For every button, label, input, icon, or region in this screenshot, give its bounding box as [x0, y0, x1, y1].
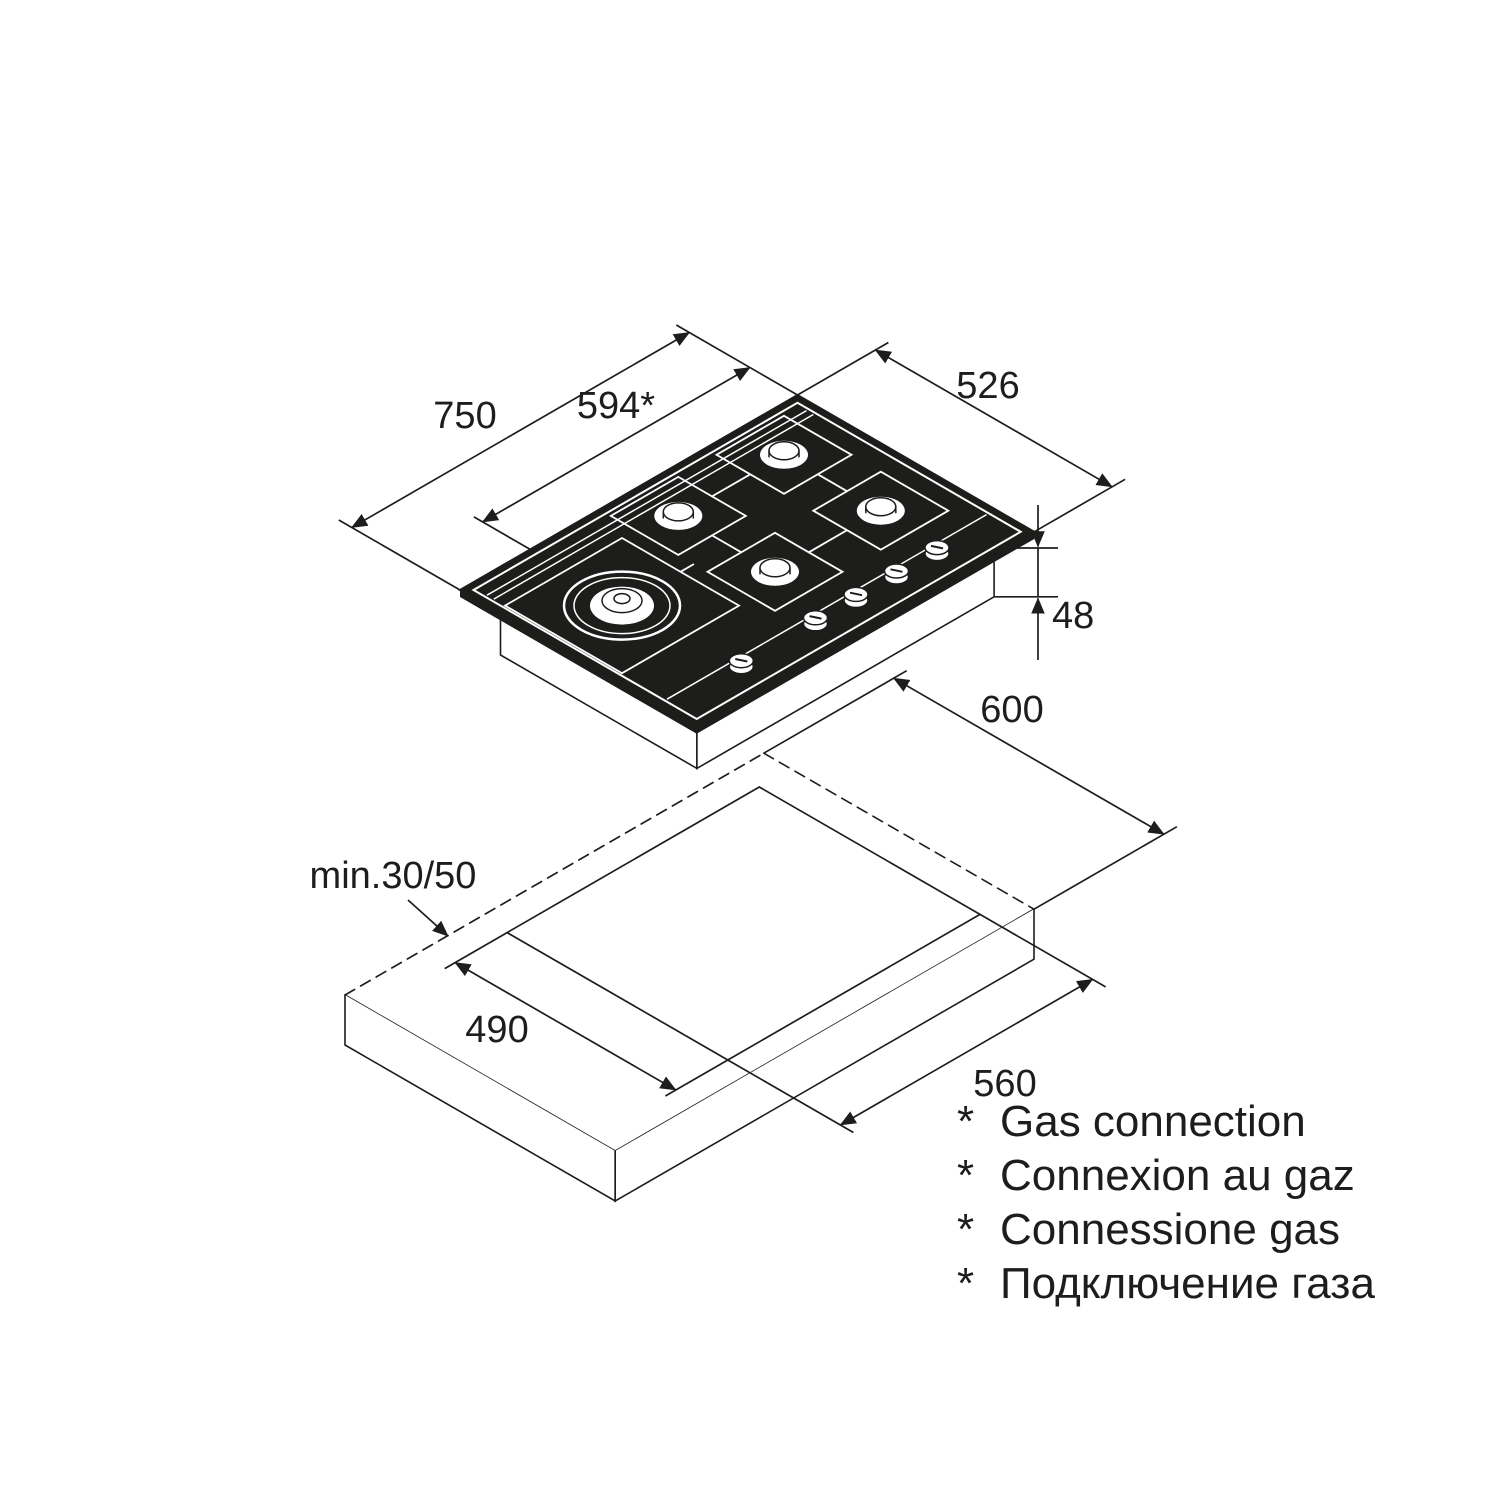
- dimension-min-clearance: [407, 899, 449, 937]
- extension-line: [797, 341, 889, 396]
- dimension-48: [994, 505, 1058, 660]
- footnote-gas-connection-it: * Connessione gas: [957, 1205, 1340, 1254]
- dimension-560: [727, 913, 1107, 1134]
- extension-line: [979, 913, 1107, 988]
- footnote-marker: *: [957, 1259, 974, 1308]
- footnote-marker: *: [957, 1205, 974, 1254]
- grate-link: [817, 473, 848, 492]
- dimension-arrow: [839, 978, 1094, 1126]
- extension-line: [473, 516, 531, 551]
- hob-isometric: [458, 393, 1037, 770]
- footnote-marker: *: [957, 1097, 974, 1146]
- grate-link: [680, 563, 695, 573]
- dimension-labels: 750 594* 526 48 600 min.30/50 490 560: [310, 365, 1095, 1105]
- burner: [856, 496, 905, 525]
- worktop-back-right-edge: [763, 752, 1035, 910]
- dim-560-label: 560: [973, 1063, 1036, 1105]
- grate-frame: [714, 414, 854, 495]
- extension-line: [727, 1059, 854, 1134]
- wok-outer-ring: [562, 570, 682, 641]
- dim-490-label: 490: [465, 1009, 528, 1051]
- dimension-594: [473, 366, 751, 551]
- footnote-gas-connection-en: * Gas connection: [957, 1097, 1306, 1146]
- dimension-490: [444, 931, 729, 1097]
- grate-frame-wok: [503, 536, 741, 675]
- footnotes: * Gas connection * Connexion au gaz * Co…: [957, 1097, 1375, 1308]
- footnote-marker: *: [957, 1151, 974, 1200]
- dimension-600: [763, 669, 1178, 910]
- control-knob: [802, 610, 829, 632]
- footnote-text: Подключение газа: [1000, 1259, 1375, 1308]
- burner: [654, 501, 703, 530]
- dimension-arrow: [454, 961, 677, 1091]
- control-knob: [843, 586, 869, 609]
- dimension-526: [797, 341, 1126, 533]
- control-knob: [883, 563, 910, 585]
- extension-line: [675, 324, 798, 396]
- dim-48-label: 48: [1052, 595, 1094, 637]
- dim-600-label: 600: [980, 689, 1043, 731]
- grate-link: [808, 529, 848, 554]
- pointer-arrow: [407, 899, 449, 937]
- wok-cap-top: [613, 592, 631, 605]
- dimension-arrow: [481, 366, 751, 523]
- dim-750-label: 750: [433, 395, 496, 437]
- dimension-lines: [338, 324, 1178, 1134]
- worktop-back-left-edge: [344, 752, 765, 996]
- footnote-text: Connessione gas: [1000, 1205, 1340, 1254]
- dim-min-clearance-label: min.30/50: [310, 855, 477, 897]
- dim-594-label: 594*: [577, 385, 655, 427]
- extension-line: [763, 669, 908, 754]
- dimension-arrow: [892, 677, 1165, 835]
- burner: [751, 557, 799, 586]
- burner: [760, 440, 808, 469]
- dim-526-label: 526: [956, 365, 1019, 407]
- footnote-gas-connection-ru: * Подключение газа: [957, 1259, 1375, 1308]
- dimension-arrow: [874, 349, 1113, 488]
- grate-frame: [705, 531, 845, 612]
- wok-burner: [562, 570, 682, 641]
- control-knob: [924, 539, 950, 562]
- extension-line: [1033, 478, 1126, 533]
- extension-line: [338, 519, 461, 591]
- hob-control-knobs: [728, 539, 950, 675]
- wok-inner-ring: [573, 576, 671, 635]
- footnote-text: Gas connection: [1000, 1097, 1306, 1146]
- footnote-text: Connexion au gaz: [1000, 1151, 1355, 1200]
- worktop-isometric: [344, 752, 1035, 1203]
- footnote-gas-connection-fr: * Connexion au gaz: [957, 1151, 1355, 1200]
- grate-link: [711, 534, 742, 554]
- extension-line: [1033, 825, 1178, 910]
- grate-frame: [811, 470, 951, 551]
- control-knob: [728, 652, 755, 675]
